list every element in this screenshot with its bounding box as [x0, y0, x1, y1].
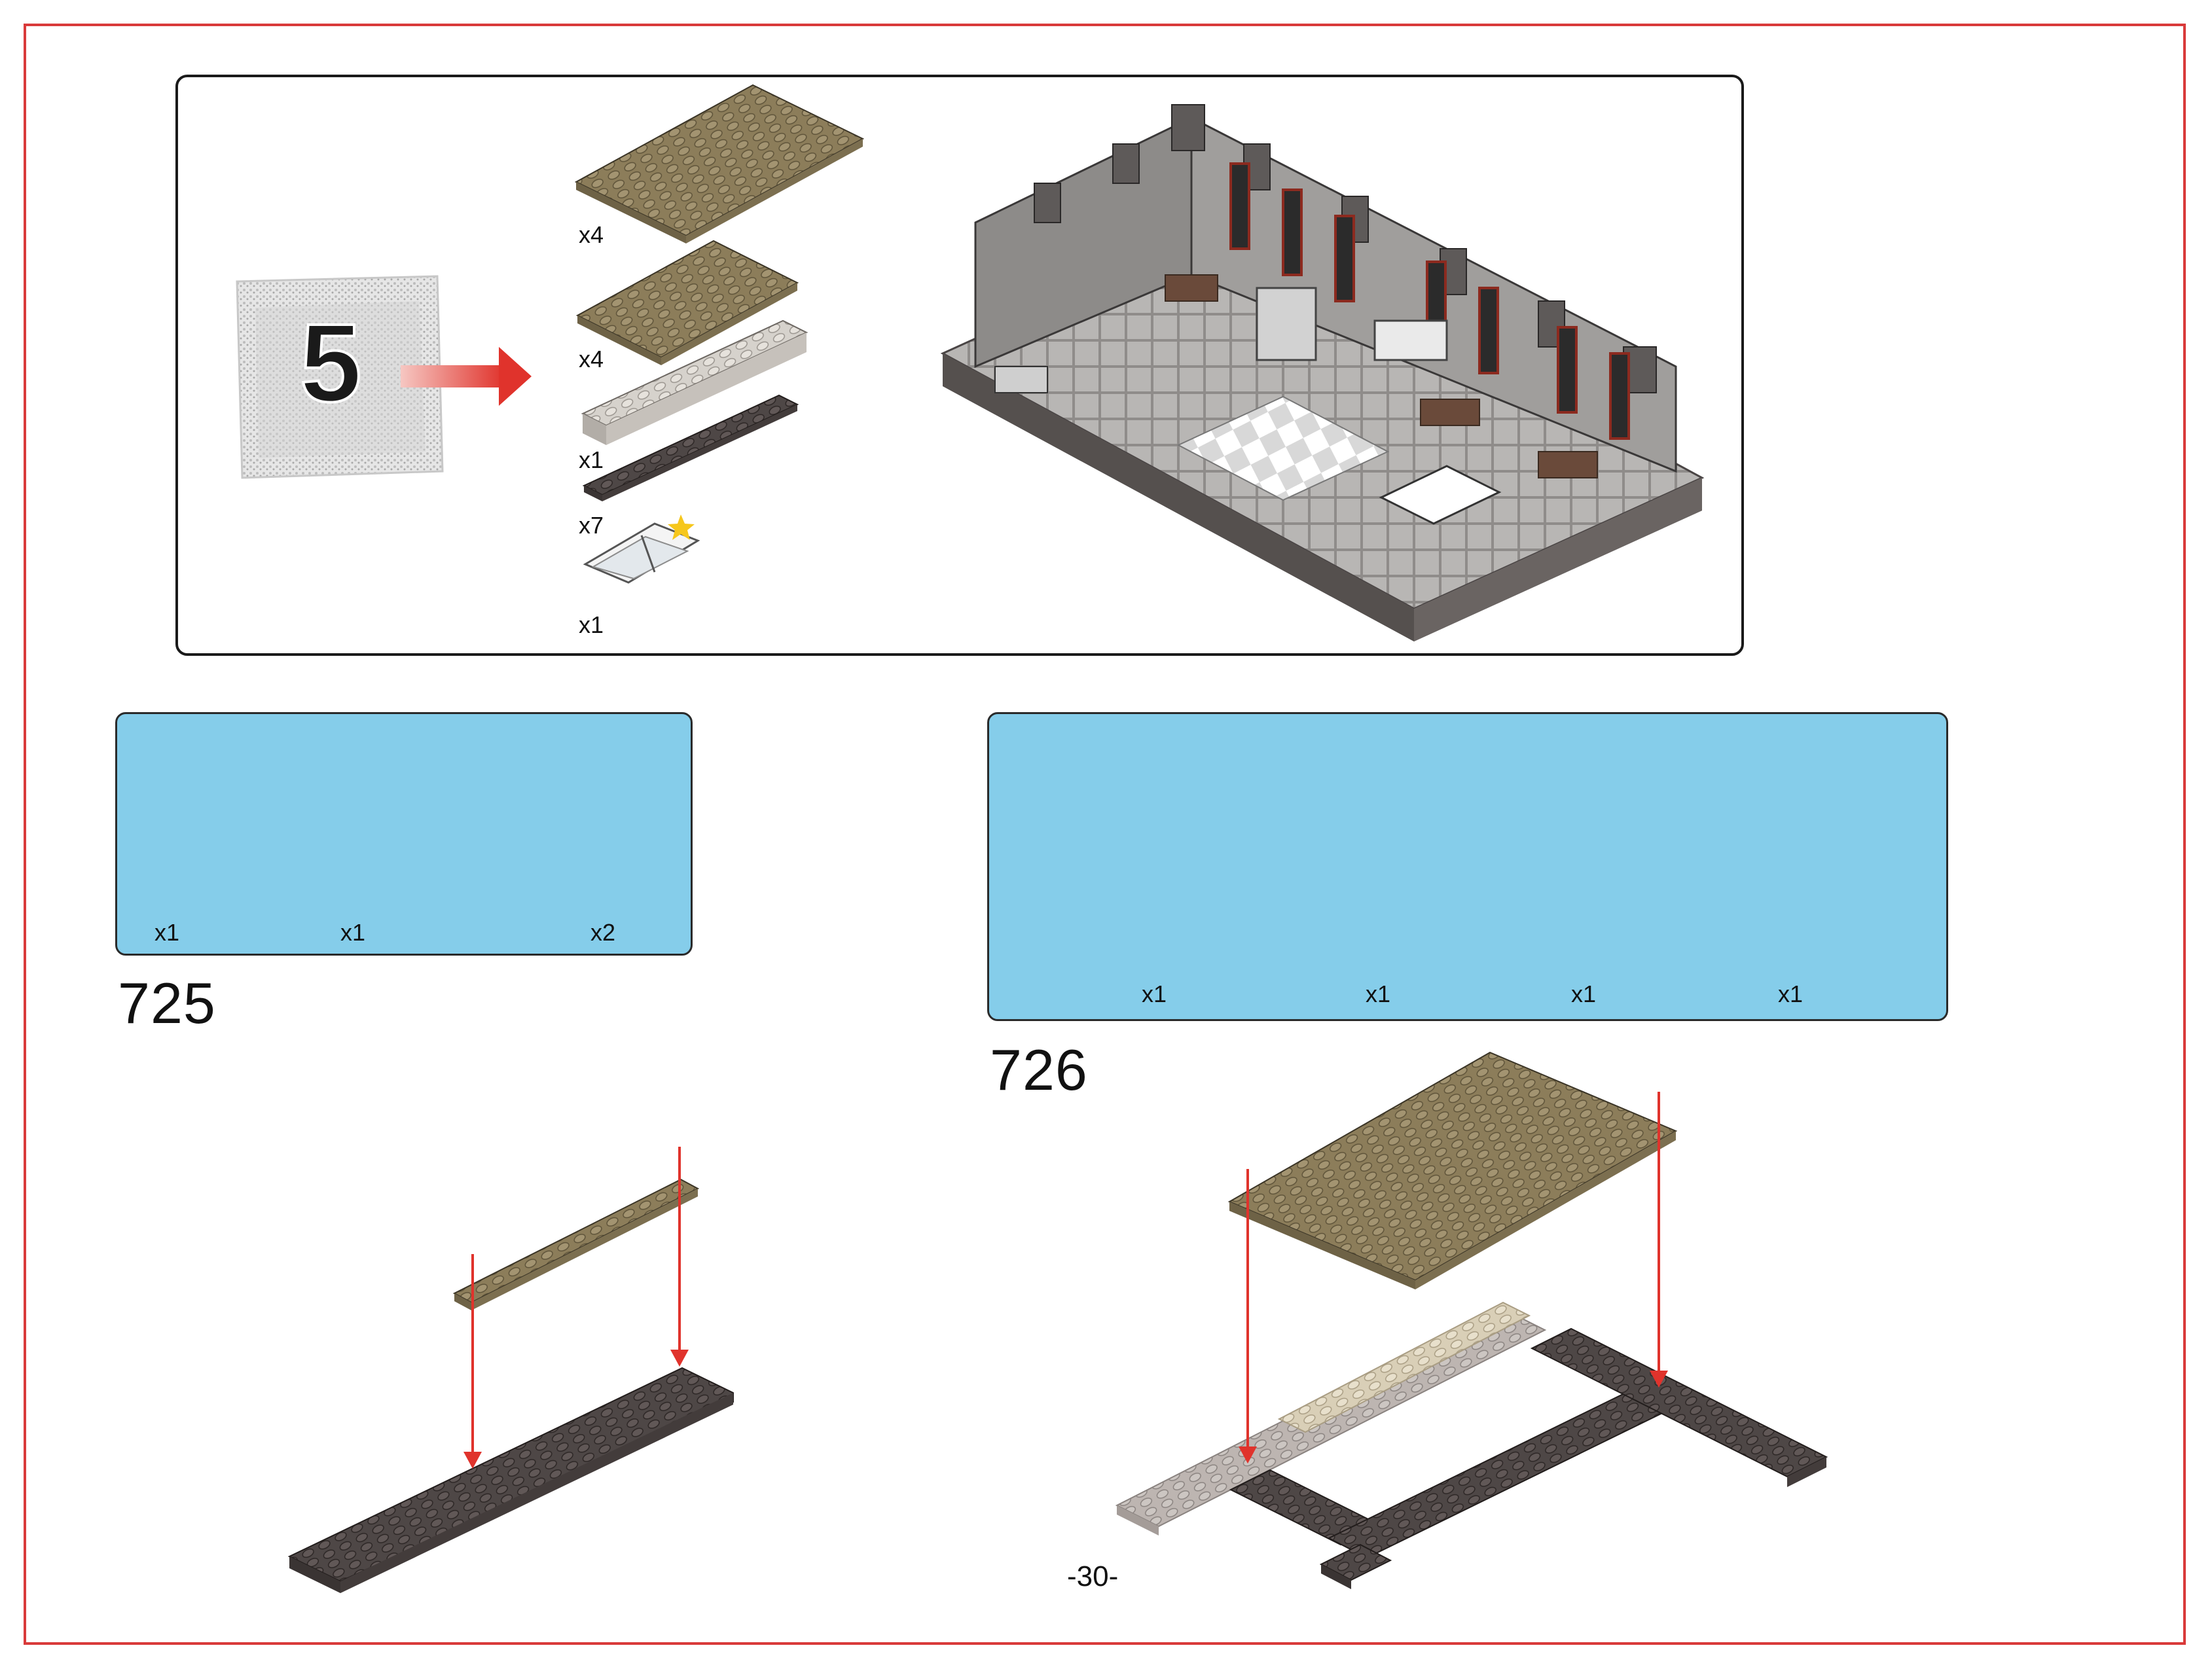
- overview-part-dark-gray-plate: [582, 394, 799, 501]
- callout-qty: x1: [1778, 980, 1804, 1007]
- overview-part-light-gray-brick: [581, 319, 808, 445]
- bag-number: 5: [299, 301, 363, 425]
- callout-qty: x1: [1366, 980, 1391, 1007]
- page-number: -30-: [1067, 1560, 1119, 1592]
- callout-qty: x1: [340, 919, 366, 946]
- model-preview-image: [940, 104, 1705, 641]
- callout-qty: x2: [590, 919, 616, 946]
- step-725-assembly: [287, 1147, 734, 1593]
- callout-qty: x1: [154, 919, 180, 946]
- overview-part-clear-window: [583, 514, 700, 584]
- step-726-parts-callout: [987, 712, 1948, 1021]
- step-725-placement-arrows: [463, 1147, 689, 1469]
- part-qty: x4: [579, 221, 604, 248]
- overview-part-tan-plate-medium: [575, 240, 799, 365]
- part-qty: x4: [579, 346, 604, 372]
- new-part-star-icon: [668, 514, 695, 540]
- bag-arrow-icon: [401, 347, 532, 406]
- part-qty: x1: [579, 446, 604, 473]
- page-border: [24, 24, 2186, 1645]
- callout-qty: x1: [1142, 980, 1167, 1007]
- parts-bag: [236, 275, 444, 479]
- part-qty: x7: [579, 512, 604, 539]
- part-qty: x1: [579, 611, 604, 638]
- step-726-assembly: [1115, 1051, 1828, 1589]
- step-number: 725: [118, 971, 216, 1035]
- step-number: 726: [990, 1037, 1088, 1102]
- step-726-placement-arrows: [1239, 1092, 1668, 1464]
- step-725-parts-callout: [115, 712, 693, 956]
- callout-qty: x1: [1571, 980, 1597, 1007]
- overview-part-tan-plate-large: [574, 84, 865, 243]
